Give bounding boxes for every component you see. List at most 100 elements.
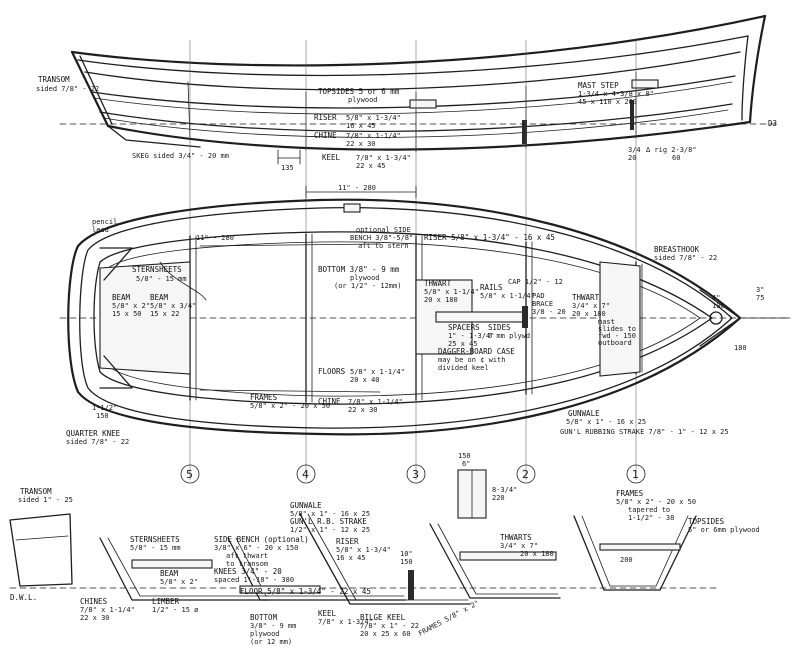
- plan-quarter-knee-label: QUARTER KNEE: [66, 429, 121, 438]
- section-bilge-keel-metric: 20 x 25 x 60: [360, 630, 411, 638]
- section-frames-bottom: FRAMES 5/8" x 2": [417, 599, 480, 638]
- plan-daggerboard-label: DAGGER-BOARD CASE: [438, 347, 515, 356]
- plan-daggerboard-note2: divided keel: [438, 364, 489, 372]
- profile-keel-metric: 22 x 45: [356, 162, 386, 170]
- section-rub-strake-label: GUN'L R.B. STRAKE: [290, 517, 367, 526]
- plan-pencil-1: pencil: [92, 218, 117, 226]
- section-transom-label: TRANSOM: [20, 487, 52, 496]
- profile-dim-right-a: 3/4: [628, 146, 641, 154]
- plan-dim-150-b: 150: [96, 412, 109, 420]
- plan-pad-metric: 3/8 - 20: [532, 308, 566, 316]
- plan-beam-spec: 5/8" x 2": [112, 302, 150, 310]
- plan-chine-metric: 22 x 30: [348, 406, 378, 414]
- station-5: 5: [186, 468, 193, 481]
- section-riser-label: RISER: [336, 537, 359, 546]
- plan-rails-label: RAILS: [480, 283, 503, 292]
- section-dwl: D.W.L.: [10, 593, 37, 602]
- plan-thwart-fwd-spec: 3/4" x 7": [572, 302, 610, 310]
- profile-skeg-label: SKEG sided 3/4" - 20 mm: [132, 152, 229, 160]
- plan-chine-spec: 7/8" x 1-1/4": [348, 398, 403, 406]
- section-side-bench-note1: aft thwart: [226, 552, 268, 560]
- plan-dim-top: 11" - 280: [338, 184, 376, 192]
- section-rub-strake-spec: 1/2" x 1" - 12 x 25: [290, 526, 370, 534]
- section-knees-label: KNEES 3/4" - 20: [214, 567, 282, 576]
- profile-labels: TRANSOM sided 7/8" - 22 TOPSIDES 5 or 6 …: [36, 75, 777, 172]
- section-chines-label: CHINES: [80, 597, 108, 606]
- plan-bottom-alt: (or 1/2" - 12mm): [334, 282, 401, 290]
- plan-sides-label: SIDES: [488, 323, 511, 332]
- section-sternsheets-spec: 5/8" - 15 mm: [130, 544, 181, 552]
- plan-beam-label: BEAM: [112, 293, 131, 302]
- plan-daggerboard-note1: may be on ¢ with: [438, 356, 505, 364]
- section-bilge-keel-spec: 7/8" x 1" - 22: [360, 622, 419, 630]
- plan-bottom-label: BOTTOM 3/8" - 9 mm: [318, 265, 400, 274]
- section-labels: 5 4 3 2 1 TRANSOM sided 1" - 25 STERNSHE…: [10, 452, 760, 646]
- profile-chine-metric: 22 x 30: [346, 140, 376, 148]
- section-frames-taper-size: 1-1/2" - 38: [628, 514, 674, 522]
- plan-mast-note-3: fwd - 150: [598, 332, 636, 340]
- profile-mast-step-label: MAST STEP: [578, 81, 619, 90]
- plan-sternsheets-label: STERNSHEETS: [132, 265, 182, 274]
- plan-thwart-mid-label: THWART: [424, 279, 452, 288]
- plan-beam2-label: BEAM: [150, 293, 169, 302]
- plan-mast-note-1: mast: [598, 318, 615, 326]
- profile-topsides-label: TOPSIDES 5 or 6 mm: [318, 87, 400, 96]
- section-side-bench-label: SIDE BENCH (optional): [214, 535, 309, 544]
- section-side-bench-note2: to transom: [226, 560, 268, 568]
- section-thwarts-spec: 3/4" x 7": [500, 542, 538, 550]
- plan-pad: PAD: [532, 292, 545, 300]
- section-dim-200: 200: [620, 556, 633, 564]
- section-gunwale-label: GUNWALE: [290, 501, 322, 510]
- section-beam-spec: 5/8" x 2": [160, 578, 198, 586]
- plan-breasthook-label: BREASTHOOK: [654, 245, 700, 254]
- section-bottom-spec: 3/8" - 9 mm: [250, 622, 296, 630]
- plan-rubbing-strake: GUN'L RUBBING STRAKE 7/8" - 1" - 12 x 25: [560, 428, 729, 436]
- plan-floors-metric: 20 x 40: [350, 376, 380, 384]
- plan-beam-metric: 15 x 50: [112, 310, 142, 318]
- section-dim-6-a: 6": [462, 460, 470, 468]
- profile-mast-step-spec: 1-3/4 x 4-3/8 x 8": [578, 90, 654, 98]
- profile-riser-label: RISER: [314, 113, 337, 122]
- section-bottom-alt: (or 12 mm): [250, 638, 292, 646]
- section-knees-spec: spaced 1'-18" - 380: [214, 576, 294, 584]
- section-transom-spec: sided 1" - 25: [18, 496, 73, 504]
- profile-topsides-spec: plywood: [348, 96, 378, 104]
- section-gunwale-spec: 5/8" x 1" - 16 x 25: [290, 510, 370, 518]
- plan-spacers-metric: 25 x 45: [448, 340, 478, 348]
- plan-labels: 11" - 280 11" - 280 RISER 5/8" x 1-3/4" …: [66, 184, 764, 446]
- station-3: 3: [412, 468, 419, 481]
- plan-gunwale-label: GUNWALE: [568, 409, 600, 418]
- station-1: 1: [632, 468, 639, 481]
- section-side-bench-spec: 3/8" x 6" - 20 x 150: [214, 544, 298, 552]
- plan-chine-label: CHINE: [318, 397, 341, 406]
- section-dim-8-b: 220: [492, 494, 505, 502]
- plan-frames-label: FRAMES: [250, 393, 278, 402]
- section-topsides-spec: 5" or 6mm plywood: [688, 526, 760, 534]
- plan-dim-bow-b: 75: [756, 294, 764, 302]
- plan-thwart-fwd-label: THWART: [572, 293, 600, 302]
- section-bottom-label: BOTTOM: [250, 613, 278, 622]
- section-floor: FLOOR 5/8" x 1-3/4" - 22 x 45: [240, 587, 371, 596]
- profile-keel-spec: 7/8" x 1-3/4": [356, 154, 411, 162]
- profile-dim-135: 135: [281, 164, 294, 172]
- plan-cap: CAP 1/2" - 12: [508, 278, 563, 286]
- section-topsides-label: TOPSIDES: [688, 517, 725, 526]
- section-dim-10-a: 10": [400, 550, 413, 558]
- section-dim-8-a: 8-3/4": [492, 486, 517, 494]
- plan-spacers-label: SPACERS: [448, 323, 480, 332]
- profile-d3: D3: [768, 119, 777, 128]
- plan-dim-100-b: 100: [712, 302, 725, 310]
- plan-gunwale-spec: 5/8" x 1" - 16 x 25: [566, 418, 646, 426]
- plan-sides-spec: 6 mm plywd: [488, 332, 530, 340]
- plan-dim-100-a: 4": [712, 294, 720, 302]
- section-limber-spec: 1/2" - 15 ø: [152, 606, 199, 614]
- profile-transom-label: TRANSOM: [38, 75, 70, 84]
- plan-side-bench-1: optional SIDE: [356, 226, 411, 234]
- section-keel-spec: 7/8" x 1-3/4": [318, 618, 373, 626]
- section-riser-spec: 5/8" x 1-3/4": [336, 546, 391, 554]
- section-frames-taper: tapered to: [628, 506, 670, 514]
- plan-view: [59, 185, 791, 436]
- plan-floors-spec: 5/8" x 1-1/4": [350, 368, 405, 376]
- plan-brace: BRACE: [532, 300, 553, 308]
